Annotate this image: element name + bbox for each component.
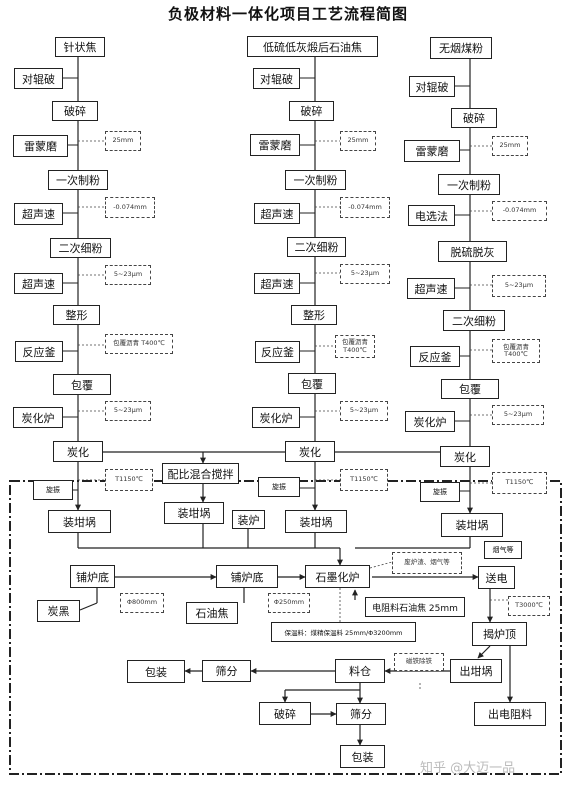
col1-rotary-vibration: 旋振 — [33, 480, 73, 500]
col3-size-note-4: 5~23μm — [492, 405, 544, 425]
col2-shaping: 整形 — [291, 305, 337, 325]
col2-size-note-1: 25mm — [340, 131, 376, 151]
watermark: 知乎 @大迈一品 — [420, 761, 516, 776]
center-load-crucible: 装坩埚 — [164, 502, 224, 524]
col3-size-note-3: 5~23μm — [492, 275, 546, 297]
col3-raw-anthracite: 无烟煤粉 — [430, 37, 492, 59]
col3-crush: 破碎 — [451, 108, 497, 128]
col1-carbonize: 炭化 — [53, 441, 103, 462]
col3-reactor: 反应釜 — [410, 346, 460, 367]
col1-size-note-3: 5~23μm — [105, 265, 151, 285]
center-furnace-bottom: 铺炉底 — [216, 565, 278, 588]
col2-primary-powder: 一次制粉 — [285, 170, 346, 190]
petroleum-coke: 石油焦 — [186, 602, 238, 624]
flue-gas: 烟气等 — [484, 541, 522, 559]
col3-supersonic: 超声速 — [407, 278, 455, 299]
crush-bottom: 破碎 — [259, 702, 311, 725]
insulation-note: 保温料：煤精保温料 25mm/Φ3200mm — [271, 622, 416, 642]
pack-2: 包装 — [340, 745, 385, 768]
col3-reactor-note: 包覆沥青 T400℃ — [492, 339, 540, 363]
col2-reactor: 反应釜 — [255, 341, 300, 363]
col3-secondary-powder: 二次细粉 — [443, 310, 505, 331]
col3-size-note-1: 25mm — [492, 136, 528, 156]
col3-carbonization-furnace: 炭化炉 — [405, 411, 455, 432]
col2-raymond-mill: 雷蒙磨 — [250, 134, 300, 156]
col3-electrostatic-separation: 电选法 — [408, 205, 455, 226]
col2-secondary-powder: 二次细粉 — [287, 237, 346, 257]
col2-raw-petroleum-coke: 低硫低灰煅后石油焦 — [247, 36, 378, 57]
mixing-blending: 配比混合搅拌 — [162, 463, 239, 484]
lift-furnace-top: 揭炉顶 — [472, 622, 527, 646]
col2-reactor-note: 包覆沥青 T400℃ — [335, 335, 375, 358]
col1-carbonization-furnace: 炭化炉 — [13, 407, 63, 428]
col2-roll-crusher: 对辊破 — [253, 68, 300, 89]
col3-load-crucible: 装坩埚 — [441, 513, 503, 537]
col3-roll-crusher: 对辊破 — [409, 76, 455, 97]
unload-resistor: 出电阻料 — [474, 702, 546, 726]
col3-raymond-mill: 雷蒙磨 — [404, 140, 460, 162]
iron-removal-note: 磁铁除铁 — [394, 653, 444, 671]
col1-supersonic-2: 超声速 — [14, 273, 63, 294]
col2-size-note-4: 5~23μm — [340, 401, 388, 421]
waste-gas-note: 废炉渣、烟气等 — [392, 552, 462, 574]
col3-size-note-2: -0.074mm — [492, 201, 547, 221]
col2-rotary-vibration: 旋振 — [258, 477, 300, 497]
col1-load-crucible: 装坩埚 — [48, 510, 111, 533]
col2-load-crucible: 装坩埚 — [285, 510, 347, 533]
col1-furnace-bottom: 铺炉底 — [70, 565, 115, 588]
col2-carbonize: 炭化 — [285, 441, 335, 462]
col2-size-note-3: 5~23μm — [340, 264, 390, 284]
col2-supersonic-1: 超声速 — [254, 203, 300, 224]
carbon-black-size-note: Φ800mm — [120, 593, 164, 613]
col1-supersonic-1: 超声速 — [14, 203, 63, 225]
col1-shaping: 整形 — [53, 305, 100, 325]
col1-roll-crusher: 对辊破 — [14, 68, 63, 89]
col2-temp-note: T1150℃ — [340, 469, 388, 491]
pack-1: 包装 — [127, 660, 185, 683]
col2-crush: 破碎 — [289, 101, 334, 121]
unload-crucible: 出坩埚 — [450, 659, 502, 683]
graphitization-furnace: 石墨化炉 — [305, 565, 370, 588]
col1-size-note-1: 25mm — [105, 131, 141, 151]
sieve-1: 筛分 — [202, 660, 251, 682]
sieve-2: 筛分 — [336, 703, 386, 725]
col1-secondary-powder: 二次细粉 — [50, 238, 111, 258]
col1-size-note-4: 5~23μm — [105, 401, 151, 421]
col1-reactor: 反应釜 — [15, 341, 63, 362]
col3-rotary-vibration: 旋振 — [420, 482, 460, 502]
col1-coating: 包覆 — [53, 374, 111, 395]
carbon-black: 炭黑 — [37, 600, 80, 622]
petroleum-coke-size-note: Φ250mm — [268, 593, 310, 613]
col3-temp-note: T1150℃ — [492, 472, 547, 494]
temp-3000-note: T3000℃ — [508, 596, 550, 616]
col1-raw-needle-coke: 针状焦 — [55, 37, 105, 57]
page-title: 负极材料一体化项目工艺流程简图 — [167, 5, 408, 23]
col2-carbonization-furnace: 炭化炉 — [252, 407, 300, 428]
resistor-petroleum-coke: 电阻料石油焦 25mm — [365, 597, 465, 617]
furnace-loading: 装炉 — [232, 510, 265, 529]
col3-carbonize: 炭化 — [440, 446, 490, 467]
col3-desulfurization: 脱硫脱灰 — [438, 241, 507, 262]
col1-size-note-2: -0.074mm — [105, 197, 155, 218]
col1-crush: 破碎 — [52, 101, 98, 121]
col2-size-note-2: -0.074mm — [340, 197, 390, 218]
col2-supersonic-2: 超声速 — [254, 273, 300, 294]
col1-reactor-note: 包覆沥青 T400℃ — [105, 334, 173, 354]
storage-bin: 料仓 — [335, 659, 385, 683]
col1-raymond-mill: 雷蒙磨 — [13, 135, 68, 157]
col3-primary-powder: 一次制粉 — [438, 174, 500, 195]
col2-coating: 包覆 — [288, 373, 336, 394]
col1-temp-note: T1150℃ — [105, 469, 153, 491]
power-on: 送电 — [478, 566, 515, 589]
col3-coating: 包覆 — [441, 379, 499, 399]
col1-primary-powder: 一次制粉 — [48, 170, 108, 190]
